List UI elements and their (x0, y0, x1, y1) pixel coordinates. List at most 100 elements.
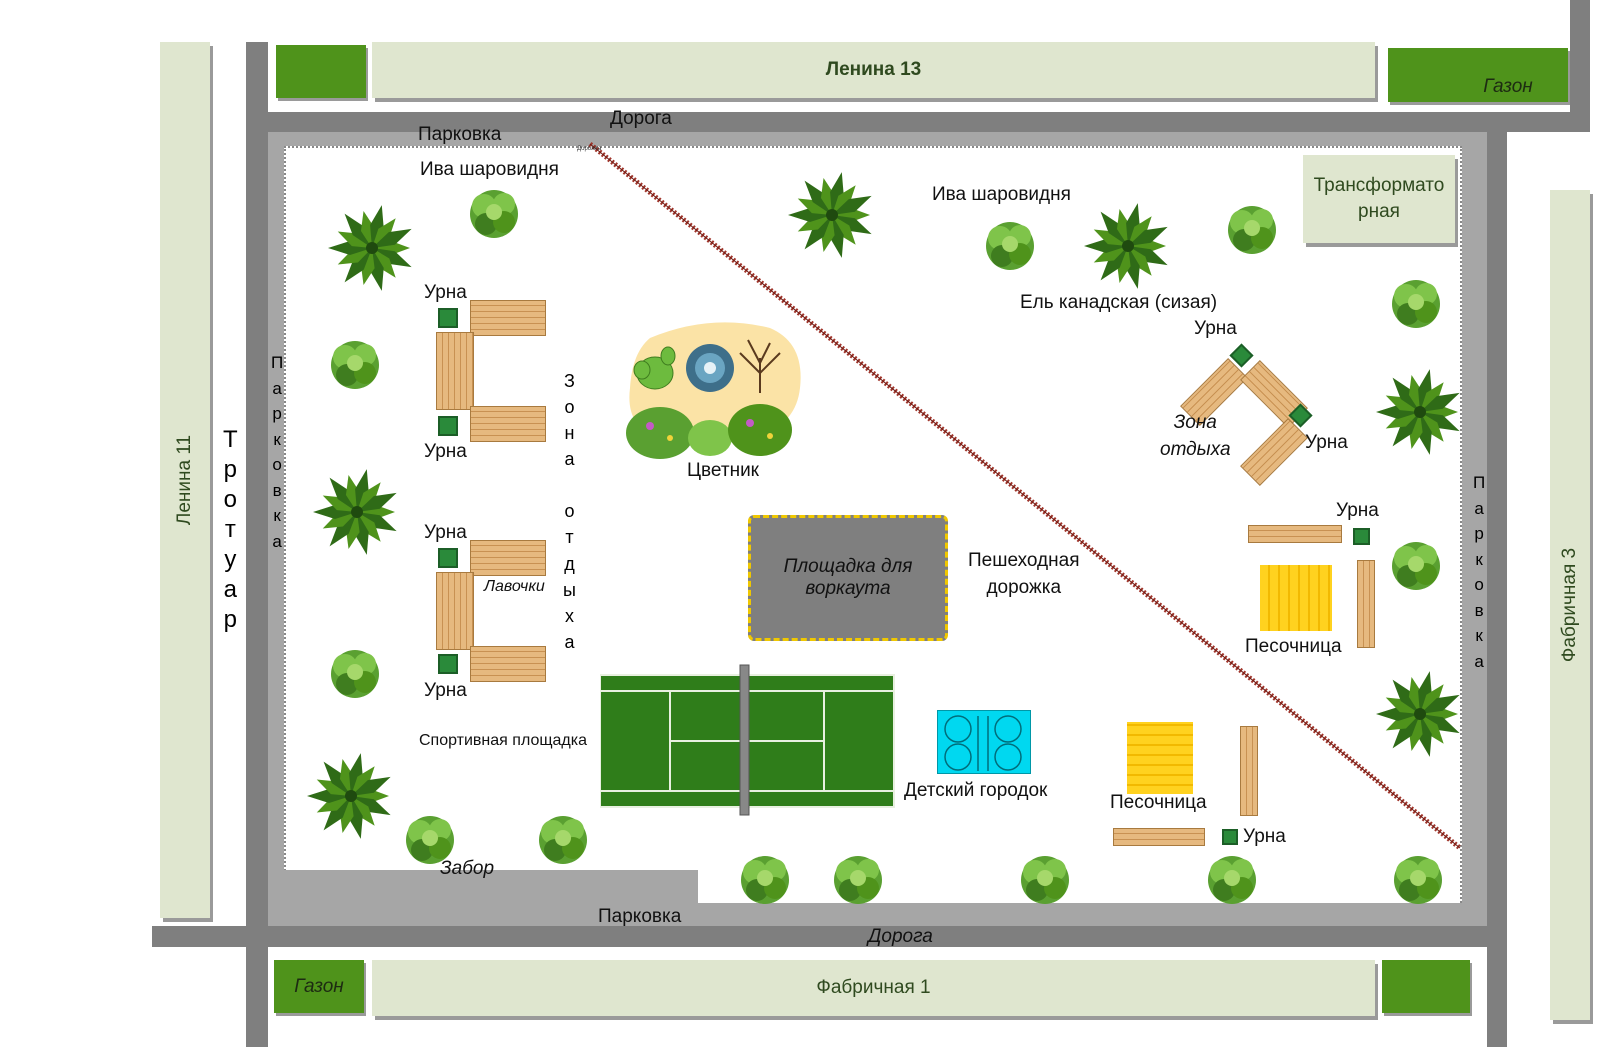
spruce-icon (1084, 203, 1168, 289)
willow-icon (539, 816, 587, 864)
parking-top (268, 132, 1487, 146)
letter: о (272, 455, 282, 474)
sports-court (600, 664, 895, 816)
road-bottom (152, 926, 1488, 947)
spruce-icon (313, 469, 397, 555)
road-bottom-label: Дорога (868, 926, 933, 947)
bench (470, 646, 546, 682)
building-label: Фабричная 1 (816, 977, 931, 998)
footpath-label: Пешеходная дорожка (968, 548, 1080, 601)
urn (1353, 528, 1370, 545)
playground-icon (944, 715, 1022, 771)
willow-icon (1394, 856, 1442, 904)
workout-label-line: Площадка для (783, 556, 913, 577)
willow-icon (331, 341, 379, 389)
letter: а (223, 576, 238, 603)
letter: а (272, 531, 282, 551)
road-top-label: Дорога (610, 108, 672, 129)
letter: о (564, 397, 575, 418)
letter: т (565, 527, 574, 548)
willow-icon (741, 856, 789, 904)
spruce-icon (328, 205, 412, 291)
bench (1113, 828, 1205, 846)
bench (436, 332, 474, 410)
flowerbed-label: Цветник (685, 460, 761, 482)
letter: д (564, 553, 575, 574)
rest-zone-2-label: Зона отдыха (1160, 410, 1231, 463)
willow-icon (1021, 856, 1069, 904)
letter: у (224, 546, 237, 573)
flowers-icon (626, 404, 792, 459)
letter: в (272, 480, 282, 500)
letter: а (1474, 651, 1484, 671)
letter: а (564, 631, 575, 652)
lawn-bottom-left: Газон (274, 960, 364, 1013)
transformer-station: Трансформаторная (1303, 155, 1455, 243)
yard-bottom-strip (698, 903, 1462, 907)
spruce-icon (788, 172, 872, 258)
succulent-icon (686, 344, 734, 392)
workout-label-line: воркаута (805, 578, 891, 599)
road-right-vertical (1487, 130, 1507, 1047)
spruce-icon (307, 753, 391, 839)
letter: а (272, 378, 282, 398)
flowerbed (626, 322, 801, 459)
sandbox (1260, 565, 1332, 631)
urn (438, 548, 458, 568)
parking-left-label: П а р к о в к а (271, 350, 283, 554)
net (739, 664, 750, 816)
willow-icon (834, 856, 882, 904)
urn (1222, 829, 1238, 845)
building-fabrichnaya-1: Фабричная 1 (372, 960, 1375, 1016)
willow-label-1: Ива шаровидня (420, 159, 559, 180)
urn-label: Урна (1194, 318, 1237, 339)
lawn-label: Газон (1483, 76, 1533, 97)
road-left-vertical (246, 42, 268, 1047)
bench (1357, 560, 1375, 648)
letter: т (224, 516, 236, 543)
urn-label: Урна (1243, 826, 1286, 847)
spruce-icon (1376, 671, 1460, 757)
urn-label: Урна (424, 441, 467, 462)
parking-right (1462, 132, 1487, 926)
bench (470, 406, 546, 442)
willow-icon (986, 222, 1034, 270)
lawn-top-right: Газон (1388, 48, 1568, 102)
road-top (268, 112, 1588, 132)
building-lenina-13: Ленина 13 (372, 42, 1375, 98)
parking-top-label: Парковка (418, 124, 502, 145)
lawn-top-left (276, 45, 366, 98)
letter: а (1474, 498, 1484, 518)
urn (438, 308, 458, 328)
willow-icon (1392, 280, 1440, 328)
spruce-label: Ель канадская (сизая) (1020, 292, 1218, 313)
sidewalk-label: Т р о т у а р (223, 425, 238, 635)
willow-icon (406, 816, 454, 864)
lawn-bottom-right (1382, 960, 1470, 1013)
sandbox-label: Песочница (1110, 792, 1207, 813)
parking-left (268, 132, 284, 926)
rest-zone-2-line: Зона (1173, 412, 1217, 433)
playground (937, 710, 1031, 774)
spruce-icon (1376, 369, 1460, 455)
letter: З (564, 371, 575, 391)
willow-icon (1228, 206, 1276, 254)
parking-bottom-label: Парковка (598, 906, 682, 927)
urn-label: Урна (424, 282, 467, 303)
urn (438, 416, 458, 436)
lawn-label: Газон (294, 975, 344, 997)
cactus-icon (633, 346, 676, 390)
willow-icon (1208, 856, 1256, 904)
urn-label: Урна (424, 680, 467, 701)
parking-right-label: П а р к о в к а (1473, 470, 1485, 674)
urn (438, 654, 458, 674)
footpath-small-label: Дорожка (577, 146, 602, 152)
letter: П (1473, 473, 1486, 492)
shrub-icon (739, 339, 781, 393)
letter: р (223, 606, 238, 633)
willow-icon (470, 190, 518, 238)
letter: р (223, 456, 238, 483)
letter: Т (223, 426, 238, 453)
sandbox (1127, 722, 1193, 794)
